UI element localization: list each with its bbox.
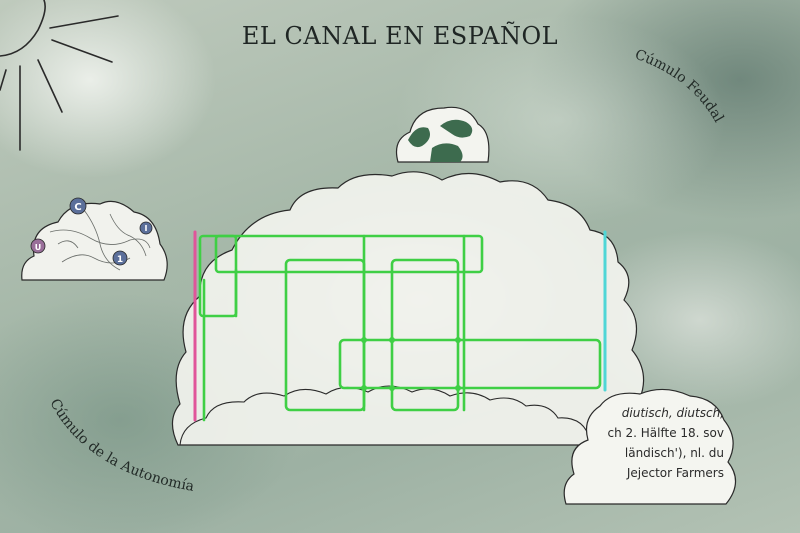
snippet-line-3: ländisch'), nl. du bbox=[624, 446, 724, 460]
snippet-line-2: ch 2. Hälfte 18. sov bbox=[607, 426, 724, 440]
snippet-line-1: diutisch, diutsch, bbox=[621, 406, 724, 420]
diagram-box-a bbox=[214, 234, 484, 274]
small-top-cloud bbox=[395, 106, 490, 163]
badge-1: 1 bbox=[112, 250, 128, 266]
badge-u: U bbox=[30, 238, 46, 254]
dictionary-snippet: diutisch, diutsch, ch 2. Hälfte 18. sov … bbox=[582, 403, 724, 493]
badge-i: I bbox=[139, 221, 153, 235]
diagram-box-e bbox=[338, 338, 602, 390]
badge-c: C bbox=[69, 197, 87, 215]
diagram-box-d bbox=[390, 258, 460, 412]
snippet-cloud bbox=[563, 388, 737, 505]
page-title: EL CANAL EN ESPAÑOL bbox=[241, 22, 559, 50]
svg-text:C: C bbox=[74, 202, 81, 213]
snippet-line-4: Jejector Farmers bbox=[626, 466, 724, 480]
main-cloud bbox=[171, 171, 651, 446]
svg-text:U: U bbox=[35, 243, 42, 252]
channel-diagram bbox=[193, 230, 607, 422]
map-cloud: C I 1 U bbox=[21, 197, 168, 281]
svg-text:1: 1 bbox=[117, 255, 123, 265]
svg-text:I: I bbox=[145, 224, 148, 233]
